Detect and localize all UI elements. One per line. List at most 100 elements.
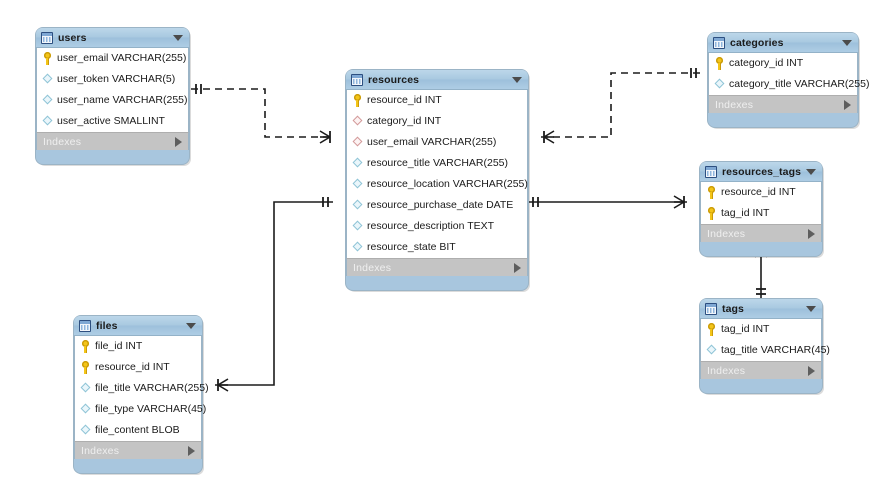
column-label: tag_title VARCHAR(45) [721,344,830,357]
chevron-down-icon[interactable] [512,76,522,83]
relationship-users-resources[interactable] [191,84,333,144]
column-diamond-icon [42,115,53,128]
expand-right-icon[interactable] [808,228,815,239]
table-icon [79,319,91,332]
relationship-resources-files[interactable] [215,197,333,392]
column-row[interactable]: user_active SMALLINT [37,111,188,132]
table-icon [705,302,717,315]
indexes-section[interactable]: Indexes [700,224,822,242]
chevron-down-icon[interactable] [173,34,183,41]
column-diamond-icon [352,157,363,170]
primary-key-icon [706,323,717,336]
column-row[interactable]: file_content BLOB [75,420,201,441]
expand-right-icon[interactable] [514,262,521,273]
table-icon [41,31,53,44]
table-bottom-strip [708,113,858,122]
column-diamond-icon [80,424,91,437]
column-label: tag_id INT [721,323,770,336]
column-row[interactable]: tag_id INT [701,319,821,340]
column-row[interactable]: file_id INT [75,336,201,357]
indexes-section[interactable]: Indexes [346,258,528,276]
column-row[interactable]: user_email VARCHAR(255) [347,132,527,153]
table-header[interactable]: resources [346,70,528,90]
column-diamond-icon [352,220,363,233]
column-diamond-icon [80,403,91,416]
table-files[interactable]: files file_id INT resource_id INT file_titl… [74,316,209,475]
table-bottom-strip [74,459,202,468]
column-row[interactable]: resource_id INT [75,357,201,378]
column-row[interactable]: file_title VARCHAR(255) [75,378,209,399]
column-row[interactable]: resource_id INT [347,90,527,111]
columns-list: tag_id INT tag_title VARCHAR(45) [700,319,830,361]
column-row[interactable]: user_name VARCHAR(255) [37,90,188,111]
indexes-section[interactable]: Indexes [74,441,202,459]
table-icon [705,165,717,178]
column-row[interactable]: user_token VARCHAR(5) [37,69,188,90]
expand-right-icon[interactable] [188,445,195,456]
column-row[interactable]: resource_description TEXT [347,216,527,237]
column-label: resource_id INT [721,186,796,199]
primary-key-icon [80,340,91,353]
expand-right-icon[interactable] [844,99,851,110]
column-label: resource_id INT [95,361,170,374]
column-label: file_type VARCHAR(45) [95,403,207,416]
column-row[interactable]: category_id INT [347,111,527,132]
indexes-section[interactable]: Indexes [708,95,858,113]
column-row[interactable]: category_title VARCHAR(255) [709,74,869,95]
table-title: files [96,319,118,332]
column-label: category_id INT [367,115,442,128]
expand-right-icon[interactable] [175,136,182,147]
table-header[interactable]: users [36,28,189,48]
table-bottom-strip [700,379,822,388]
column-row[interactable]: resource_location VARCHAR(255) [347,174,528,195]
expand-right-icon[interactable] [808,365,815,376]
table-title: resources [368,73,420,86]
column-row[interactable]: resource_purchase_date DATE [347,195,527,216]
column-label: resource_title VARCHAR(255) [367,157,509,170]
chevron-down-icon[interactable] [186,322,196,329]
table-header[interactable]: files [74,316,202,336]
column-row[interactable]: category_id INT [709,53,857,74]
column-row[interactable]: resource_state BIT [347,237,527,258]
column-row[interactable]: resource_id INT [701,182,821,203]
table-header[interactable]: tags [700,299,822,319]
relationship-resources-categories[interactable] [541,68,701,144]
table-tags[interactable]: tags tag_id INT tag_title VARCHAR(45) Index… [700,299,830,395]
endpoint-resources [543,130,555,144]
table-users[interactable]: users user_email VARCHAR(255) user_token V… [36,28,191,166]
column-row[interactable]: tag_id INT [701,203,821,224]
relationship-resources-resources_tags[interactable] [528,195,687,209]
indexes-section[interactable]: Indexes [36,132,189,150]
endpoint-tags [756,288,766,295]
column-row[interactable]: user_email VARCHAR(255) [37,48,188,69]
indexes-section[interactable]: Indexes [700,361,822,379]
column-row[interactable]: tag_title VARCHAR(45) [701,340,830,361]
column-row[interactable]: file_type VARCHAR(45) [75,399,206,420]
chevron-down-icon[interactable] [842,39,852,46]
chevron-down-icon[interactable] [806,168,817,175]
column-label: user_email VARCHAR(255) [57,52,187,65]
table-header[interactable]: categories [708,33,858,53]
column-diamond-icon [352,178,363,191]
column-label: resource_location VARCHAR(255) [367,178,528,191]
column-label: file_id INT [95,340,143,353]
foreign-key-diamond-icon [352,115,363,128]
primary-key-icon [352,94,363,107]
table-body: tags tag_id INT tag_title VARCHAR(45) Index… [700,299,830,393]
column-row[interactable]: resource_title VARCHAR(255) [347,153,527,174]
table-body: resources resource_id INT category_id INT u… [346,70,528,290]
indexes-label: Indexes [707,364,746,377]
table-title: tags [722,302,744,315]
indexes-label: Indexes [43,135,82,148]
primary-key-icon [42,52,53,65]
table-header[interactable]: resources_tags [700,162,822,182]
chevron-down-icon[interactable] [806,305,816,312]
table-resources[interactable]: resources resource_id INT category_id INT u… [346,70,530,292]
table-body: files file_id INT resource_id INT file_titl… [74,316,209,473]
table-icon [351,73,363,86]
column-diamond-icon [352,199,363,212]
column-diamond-icon [80,382,91,395]
